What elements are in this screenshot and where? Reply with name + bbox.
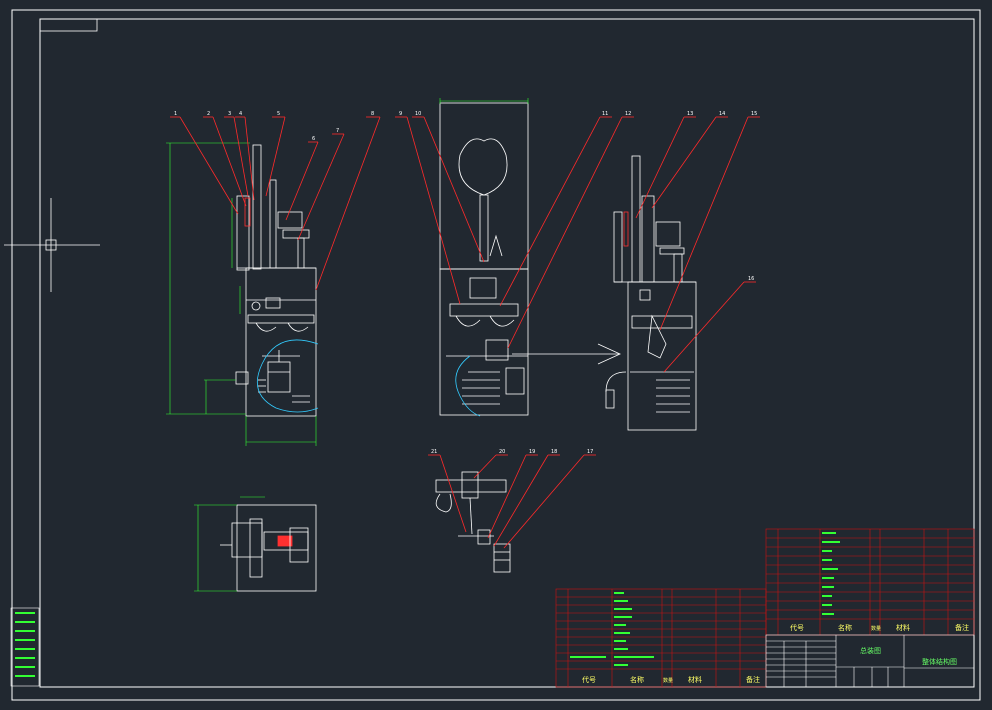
lower-header-name: 名称 — [630, 675, 644, 684]
callout-15: 15 — [751, 111, 757, 117]
crosshair-icon[interactable] — [4, 198, 100, 292]
side-view — [439, 102, 529, 416]
callout-5: 5 — [277, 111, 280, 117]
parts-list-lower-header: 代号 名称 数量 材料 备注 — [582, 675, 760, 684]
top-dimensions — [194, 496, 265, 592]
callout-9: 9 — [399, 111, 402, 117]
callout-labels: 1 2 3 4 5 6 7 8 9 10 11 12 13 14 15 16 2… — [174, 111, 757, 455]
header-material: 材料 — [896, 623, 910, 632]
title-block — [765, 634, 975, 688]
parts-list-right-header: 代号 名称 数量 材料 备注 — [790, 623, 969, 632]
callout-2: 2 — [207, 111, 210, 117]
callout-10: 10 — [415, 111, 421, 117]
side-dimensions — [439, 98, 529, 104]
callout-18: 18 — [551, 449, 557, 455]
title-block-text: 总装图 整体结构图 — [860, 646, 957, 666]
callout-17: 17 — [587, 449, 593, 455]
callout-21: 21 — [431, 449, 437, 455]
lower-header-material: 材料 — [688, 675, 702, 684]
drawing-title: 整体结构图 — [922, 657, 957, 666]
callout-7: 7 — [336, 128, 339, 134]
lower-header-code: 代号 — [582, 675, 596, 684]
header-name: 名称 — [838, 623, 852, 632]
parts-list-right-green — [822, 532, 840, 615]
callout-8: 8 — [371, 111, 374, 117]
detail-view — [435, 471, 511, 573]
header-qty: 数量 — [871, 625, 881, 632]
header-remark: 备注 — [955, 623, 969, 632]
header-code: 代号 — [790, 623, 804, 632]
parts-list-right — [765, 528, 975, 636]
lower-header-qty: 数量 — [663, 677, 673, 684]
callout-1: 1 — [174, 111, 177, 117]
front-dimensions — [166, 142, 317, 446]
sheet-border — [11, 9, 981, 701]
callout-12: 12 — [625, 111, 631, 117]
front-cut-line — [257, 339, 319, 413]
callout-19: 19 — [529, 449, 535, 455]
assembly-name: 总装图 — [860, 646, 881, 655]
section-arrow — [512, 343, 621, 365]
callout-13: 13 — [687, 111, 693, 117]
front-view — [235, 144, 317, 417]
callout-6: 6 — [312, 136, 315, 142]
callout-3: 3 — [228, 111, 231, 117]
callout-14: 14 — [719, 111, 725, 117]
side-cut-line — [455, 355, 481, 417]
callout-4: 4 — [239, 111, 242, 117]
lower-header-remark: 备注 — [746, 675, 760, 684]
parts-list-lower-green — [570, 592, 654, 666]
top-view — [220, 504, 317, 592]
callout-20: 20 — [499, 449, 505, 455]
parts-list-lower — [555, 588, 767, 688]
right-view — [605, 155, 697, 431]
leader-lines — [170, 116, 760, 549]
left-revision-block — [10, 607, 40, 687]
callout-11: 11 — [602, 111, 608, 117]
callout-16: 16 — [748, 276, 754, 282]
